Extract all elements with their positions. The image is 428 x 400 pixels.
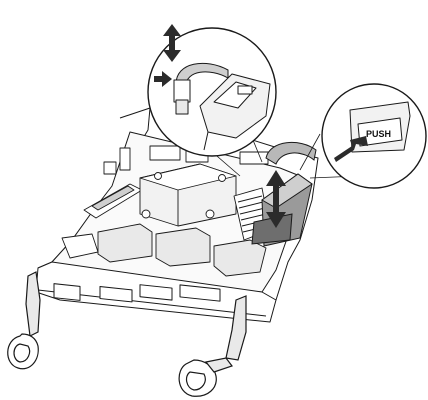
right-handle-arm: [204, 357, 233, 373]
connector: [103, 161, 117, 175]
double-arrow-icon: [163, 24, 181, 62]
front-port: [53, 283, 81, 301]
plug-body: [175, 99, 189, 115]
push-label: PUSH: [366, 129, 391, 139]
right-arrow-icon: [154, 71, 172, 87]
cable-loop: [175, 62, 229, 87]
board-components: [61, 145, 271, 277]
battery-cable: [265, 141, 317, 165]
heatsink-screw: [154, 172, 162, 180]
up-down-arrow-icon: [266, 170, 286, 228]
chip-block: [155, 227, 211, 267]
dimm-module: [91, 185, 135, 211]
left-handle-ring-inner: [13, 343, 31, 363]
heatsink-screw: [205, 209, 215, 219]
front-port: [99, 286, 133, 303]
push-detail-callout: PUSH: [321, 83, 427, 189]
chip-block: [61, 233, 99, 259]
housing-line: [203, 131, 209, 151]
leader-right: [299, 133, 321, 171]
right-cam-handle: [225, 295, 247, 361]
chip-block: [213, 239, 267, 277]
chip-block: [97, 223, 153, 263]
connector: [149, 145, 181, 161]
connector: [119, 147, 131, 171]
right-handle-ring-inner: [185, 371, 206, 391]
cable-plug: [173, 79, 191, 103]
heatsink-screw: [141, 209, 151, 219]
housing-latch: [237, 85, 253, 95]
connector: [239, 151, 269, 165]
front-port: [139, 284, 173, 301]
top-detail-callout: [147, 24, 277, 157]
front-port: [179, 284, 221, 302]
push-arrow-icon: [334, 136, 368, 162]
left-cam-handle: [25, 271, 41, 337]
cam-handles: [7, 271, 247, 397]
fan-ribs: [237, 195, 269, 233]
heatsink-top: [139, 163, 237, 191]
heatsink-screw: [218, 174, 226, 182]
